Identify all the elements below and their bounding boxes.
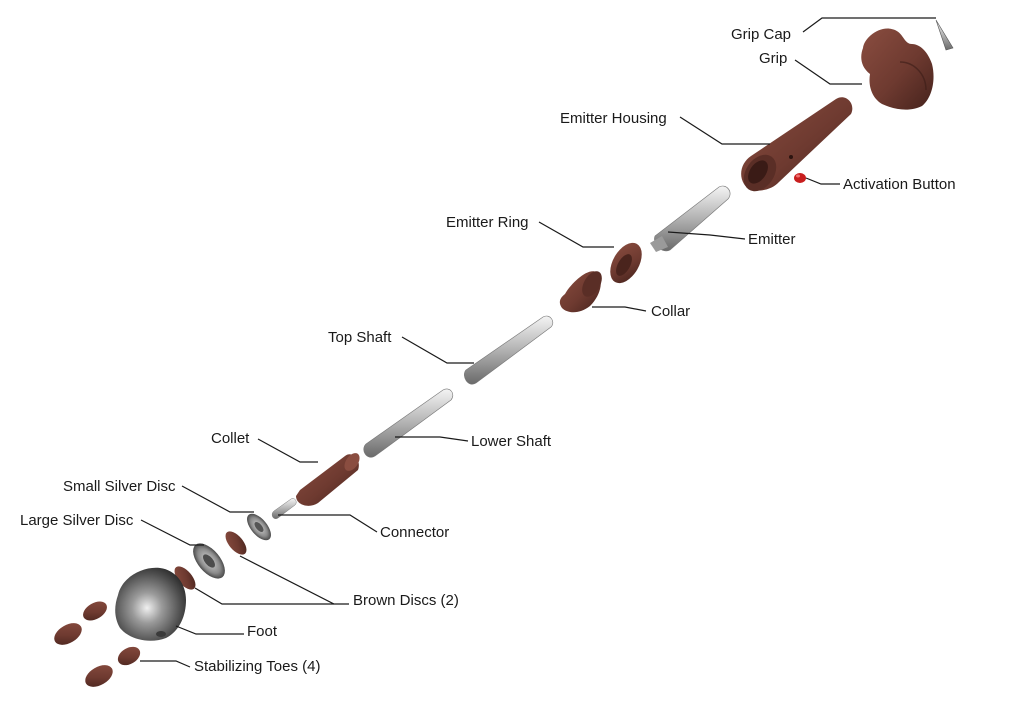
leader-lines <box>140 17 936 668</box>
emitter-housing-part <box>741 97 853 192</box>
label-lower-shaft: Lower Shaft <box>471 433 552 450</box>
leader-small-silver-disc <box>181 485 254 513</box>
stabilizing-toe-1-part <box>83 601 107 621</box>
label-grip-cap: Grip Cap <box>731 26 791 43</box>
part-labels: Grip Cap Grip Emitter Housing Activation… <box>20 26 956 675</box>
grip-part <box>861 28 934 110</box>
leader-grip-cap <box>802 17 936 33</box>
leader-collar <box>592 306 647 312</box>
collar-part <box>559 271 602 313</box>
leader-foot <box>175 625 244 635</box>
connector-part <box>271 498 297 519</box>
label-emitter: Emitter <box>748 231 796 248</box>
stabilizing-toe-4-part <box>85 665 113 687</box>
label-emitter-housing: Emitter Housing <box>560 110 667 127</box>
emitter-ring-part <box>610 242 642 284</box>
leader-emitter-ring <box>538 221 614 248</box>
stabilizing-toe-2-part <box>54 623 82 645</box>
stabilizing-toe-3-part <box>117 646 141 666</box>
label-foot: Foot <box>247 623 278 640</box>
collet-part <box>296 453 360 506</box>
label-grip: Grip <box>759 50 787 67</box>
grip-cap-part <box>935 19 954 51</box>
label-large-silver-disc: Large Silver Disc <box>20 512 134 529</box>
leader-stabilizing-toes <box>140 660 191 668</box>
label-activation-button: Activation Button <box>843 176 956 193</box>
emitter-part <box>650 185 731 252</box>
large-silver-disc-part <box>193 543 225 579</box>
brown-disc-lower-part <box>174 566 196 590</box>
label-stabilizing-toes: Stabilizing Toes (4) <box>194 658 320 675</box>
leader-activation-button <box>805 177 840 185</box>
leader-grip <box>794 59 862 85</box>
leader-top-shaft <box>401 336 474 364</box>
small-silver-disc-part <box>247 513 271 541</box>
leader-collet <box>257 438 318 463</box>
leader-connector <box>278 514 378 533</box>
lower-shaft-part <box>363 388 454 458</box>
brown-disc-upper-part <box>225 531 247 555</box>
label-brown-discs: Brown Discs (2) <box>353 592 459 609</box>
label-collar: Collar <box>651 303 690 320</box>
leader-large-silver-disc <box>140 519 204 546</box>
leader-emitter <box>667 231 746 240</box>
leader-brown-disc-upper <box>239 555 349 605</box>
label-top-shaft: Top Shaft <box>328 329 392 346</box>
foot-part <box>115 567 186 641</box>
leader-brown-disc-lower <box>194 587 334 605</box>
leader-emitter-housing <box>679 116 770 145</box>
top-shaft-part <box>464 315 554 385</box>
label-emitter-ring: Emitter Ring <box>446 214 529 231</box>
label-connector: Connector <box>380 524 449 541</box>
activation-button-part <box>794 173 806 183</box>
leader-lower-shaft <box>395 436 469 442</box>
label-small-silver-disc: Small Silver Disc <box>63 478 176 495</box>
label-collet: Collet <box>211 430 250 447</box>
